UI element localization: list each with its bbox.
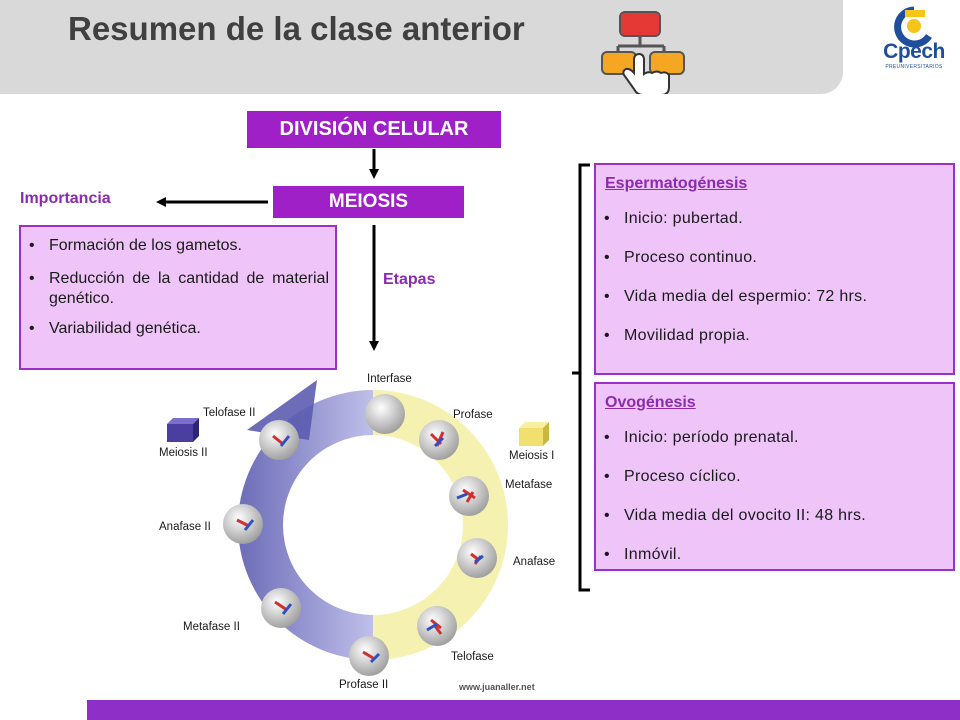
label-profase-ii: Profase II (339, 679, 388, 691)
brace (572, 163, 590, 592)
importancia-label: Importancia (20, 190, 111, 207)
cpech-logo-icon (894, 6, 932, 48)
espermatogenesis-box: Espermatogénesis Inicio: pubertad. Proce… (594, 163, 955, 375)
list-item: Variabilidad genética. (21, 319, 329, 339)
list-item: Proceso continuo. (596, 248, 951, 268)
list-item: Reducción de la cantidad de material gen… (21, 269, 329, 309)
list-item: Proceso cíclico. (596, 467, 951, 487)
list-item: Inicio: período prenatal. (596, 428, 951, 448)
espermatogenesis-heading: Espermatogénesis (605, 175, 748, 192)
label-meiosis-i: Meiosis I (509, 450, 554, 462)
importancia-box: Formación de los gametos. Reducción de l… (19, 225, 337, 370)
meiosis-label: MEIOSIS (273, 186, 464, 218)
etapas-label: Etapas (383, 271, 436, 288)
ovogenesis-heading: Ovogénesis (605, 394, 696, 411)
list-item: Inmóvil. (596, 545, 951, 565)
meiosis-cycle-illustration: Interfase Profase Meiosis I Metafase Ana… (159, 373, 555, 692)
page-title: Resumen de la clase anterior (68, 10, 525, 47)
list-item: Movilidad propia. (596, 326, 951, 346)
label-anafase: Anafase (513, 556, 555, 568)
label-metafase: Metafase (505, 479, 552, 491)
logo-subtext: PREUNIVERSITARIOS (885, 64, 943, 70)
list-item: Vida media del espermio: 72 hrs. (596, 287, 951, 307)
cell-images (223, 394, 497, 676)
division-celular-label: DIVISIÓN CELULAR (247, 111, 501, 148)
label-metafase-ii: Metafase II (183, 621, 240, 633)
label-profase: Profase (453, 409, 493, 421)
list-item: Formación de los gametos. (21, 236, 329, 256)
label-anafase-ii: Anafase II (159, 521, 211, 533)
meiosis-ii-cube-icon (167, 418, 199, 442)
watermark: www.juanaller.net (458, 682, 535, 692)
bottom-bar (87, 700, 960, 720)
logo-text: Cpech (883, 40, 945, 63)
label-interfase: Interfase (367, 373, 412, 385)
list-item: Vida media del ovocito II: 48 hrs. (596, 506, 951, 526)
ovogenesis-box: Ovogénesis Inicio: período prenatal. Pro… (594, 382, 955, 571)
label-telofase: Telofase (451, 651, 494, 663)
header-bar (0, 0, 843, 94)
list-item: Inicio: pubertad. (596, 209, 951, 229)
meiosis-i-cube-icon (519, 422, 549, 446)
label-meiosis-ii: Meiosis II (159, 447, 208, 459)
label-telofase-ii: Telofase II (203, 407, 255, 419)
diagram-click-icon (601, 11, 685, 94)
